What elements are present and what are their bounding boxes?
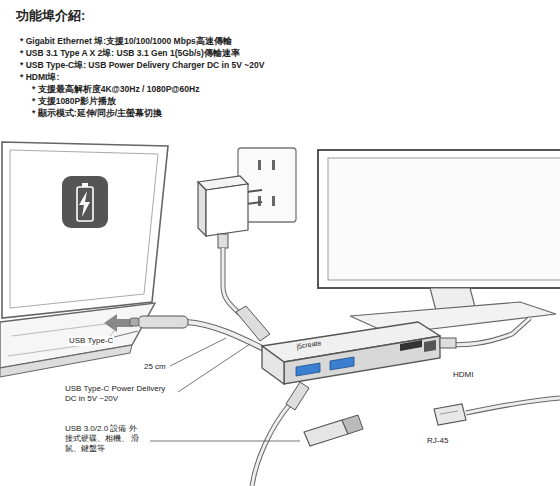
rj45-pins	[440, 411, 458, 414]
flash-drive	[304, 420, 348, 446]
monitor-frame	[318, 150, 560, 288]
laptop-lid	[2, 142, 168, 318]
leader-line	[150, 441, 300, 442]
brand-logo: j5create	[296, 339, 322, 352]
feature-note: * USB Type-C埠: USB Power Delivery Charge…	[20, 60, 264, 71]
power-cable	[223, 248, 240, 314]
outlet-slot	[258, 196, 261, 206]
monitor	[318, 150, 560, 334]
laptop-screen	[10, 150, 158, 308]
dimension-label: 25 cm	[143, 362, 167, 372]
power-adapter	[198, 176, 262, 248]
part-label: USB Type-C	[68, 336, 114, 346]
hdmi-port	[400, 340, 422, 351]
hub-front	[284, 336, 440, 384]
feature-note: * HDMI埠:	[20, 72, 59, 83]
feature-note: * 支援最高解析度4K@30Hz / 1080P@60Hz	[32, 84, 199, 95]
usb-port	[330, 357, 354, 370]
lightning-bolt	[79, 191, 90, 217]
laptop-edge	[0, 345, 132, 377]
laptop	[0, 142, 168, 377]
battery-outline	[77, 187, 93, 221]
leader-line	[178, 344, 250, 392]
strain-relief	[218, 234, 228, 248]
adapter-side	[198, 182, 206, 236]
flash-drive-tip	[342, 415, 363, 434]
feature-note: * Gigabit Ethernet 埠:支援10/100/1000 Mbps高…	[20, 36, 232, 47]
hdmi-plug	[440, 338, 456, 348]
usb-c-cable	[186, 322, 270, 352]
leader-line	[170, 338, 226, 366]
usb-cable	[252, 404, 290, 486]
laptop-keyboard	[8, 322, 120, 356]
usb-c-cable	[186, 322, 270, 352]
feature-note: * 顯示模式:延伸/同步/主螢幕切換	[32, 108, 162, 119]
adapter-front	[206, 184, 248, 236]
rj45-port	[424, 340, 436, 352]
battery-cap	[82, 183, 88, 187]
lan-cable	[466, 398, 560, 413]
usb-port	[296, 363, 320, 376]
power-cable	[223, 248, 240, 314]
outlet-slot	[272, 160, 275, 170]
hub	[262, 322, 440, 384]
outlet-slot	[258, 160, 261, 170]
battery-icon	[62, 176, 108, 228]
feature-note: * 支援1080P影片播放	[32, 96, 116, 107]
leader-line	[114, 331, 138, 337]
port-label: RJ-45	[426, 436, 449, 446]
port-label: HDMI	[452, 370, 474, 380]
monitor-screen	[328, 158, 560, 280]
heading: 功能埠介紹:	[16, 8, 85, 24]
feature-note: * USB 3.1 Type A X 2埠: USB 3.1 Gen 1(5Gb…	[20, 48, 240, 59]
lan-cable	[466, 398, 560, 413]
hub-end	[262, 346, 284, 384]
usb-a-plug	[286, 382, 309, 410]
part-label: USB Type-C Power Delivery DC in 5V ~20V	[64, 384, 178, 404]
usb-cable	[252, 404, 290, 486]
rj45-plug	[434, 404, 466, 425]
part-label: USB 3.0/2.0 設備 外接式硬碟、相機、 滑鼠、鍵盤等	[64, 424, 142, 454]
usb-c-tip	[130, 318, 139, 326]
insert-arrow	[104, 314, 133, 332]
usb-c-plug	[138, 316, 188, 328]
outlet-slot	[272, 196, 275, 206]
